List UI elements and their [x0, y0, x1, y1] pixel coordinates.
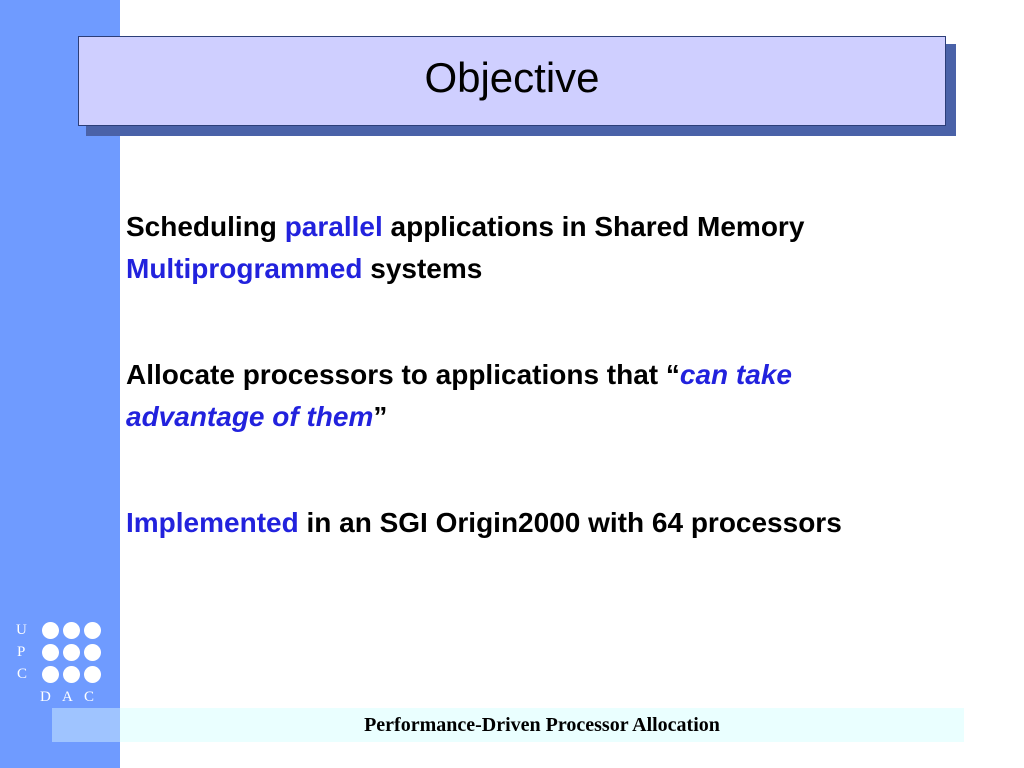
- bullet-1-part-1: Scheduling: [126, 211, 285, 242]
- bullet-3-part-1: Implemented: [126, 507, 299, 538]
- bullet-item-2: Allocate processors to applications that…: [90, 354, 850, 438]
- square-bullet-icon: [93, 368, 109, 384]
- bullet-1-part-2: parallel: [284, 211, 383, 242]
- logo-dot-icon: [42, 622, 59, 639]
- logo-dot-icon: [84, 644, 101, 661]
- logo-dot-icon: [42, 644, 59, 661]
- logo-dot-icon: [63, 644, 80, 661]
- square-bullet-icon: [93, 516, 109, 532]
- title-box: Objective: [78, 36, 946, 126]
- footer-band: [52, 708, 964, 742]
- bullet-item-3: Implemented in an SGI Origin2000 with 64…: [90, 502, 850, 544]
- bullet-1-part-3: applications in Shared Memory: [382, 211, 805, 242]
- logo-letter-d: D: [40, 689, 51, 705]
- footer-left-block: [52, 708, 120, 742]
- logo-dot-icon: [42, 666, 59, 683]
- logo-dot-icon: [84, 666, 101, 683]
- upc-dac-logo: U P C D A C: [14, 620, 114, 710]
- logo-dot-icon: [63, 622, 80, 639]
- bullet-item-1: Scheduling parallel applications in Shar…: [90, 206, 850, 290]
- logo-letter-u: U: [16, 622, 27, 638]
- logo-letter-c-bottom: C: [84, 689, 95, 705]
- bullet-1-part-4: Multiprogrammed: [126, 253, 363, 284]
- bullet-2-part-1: Allocate processors to applications that…: [126, 359, 680, 390]
- bullet-2-part-3: ”: [373, 401, 388, 432]
- square-bullet-icon: [93, 220, 109, 236]
- logo-letter-p: P: [17, 644, 26, 660]
- logo-dot-icon: [84, 622, 101, 639]
- bullet-2-part-2: can take advantage of them: [126, 359, 792, 432]
- bullet-1-part-5: systems: [362, 253, 483, 284]
- bullet-list: Scheduling parallel applications in Shar…: [90, 206, 850, 544]
- footer-title: Performance-Driven Processor Allocation: [364, 713, 720, 736]
- logo-letter-c: C: [17, 666, 28, 682]
- logo-letter-a: A: [62, 689, 73, 705]
- slide-title: Objective: [424, 54, 600, 101]
- logo-dot-icon: [63, 666, 80, 683]
- bullet-3-part-2: in an SGI Origin2000 with 64 processors: [298, 507, 842, 538]
